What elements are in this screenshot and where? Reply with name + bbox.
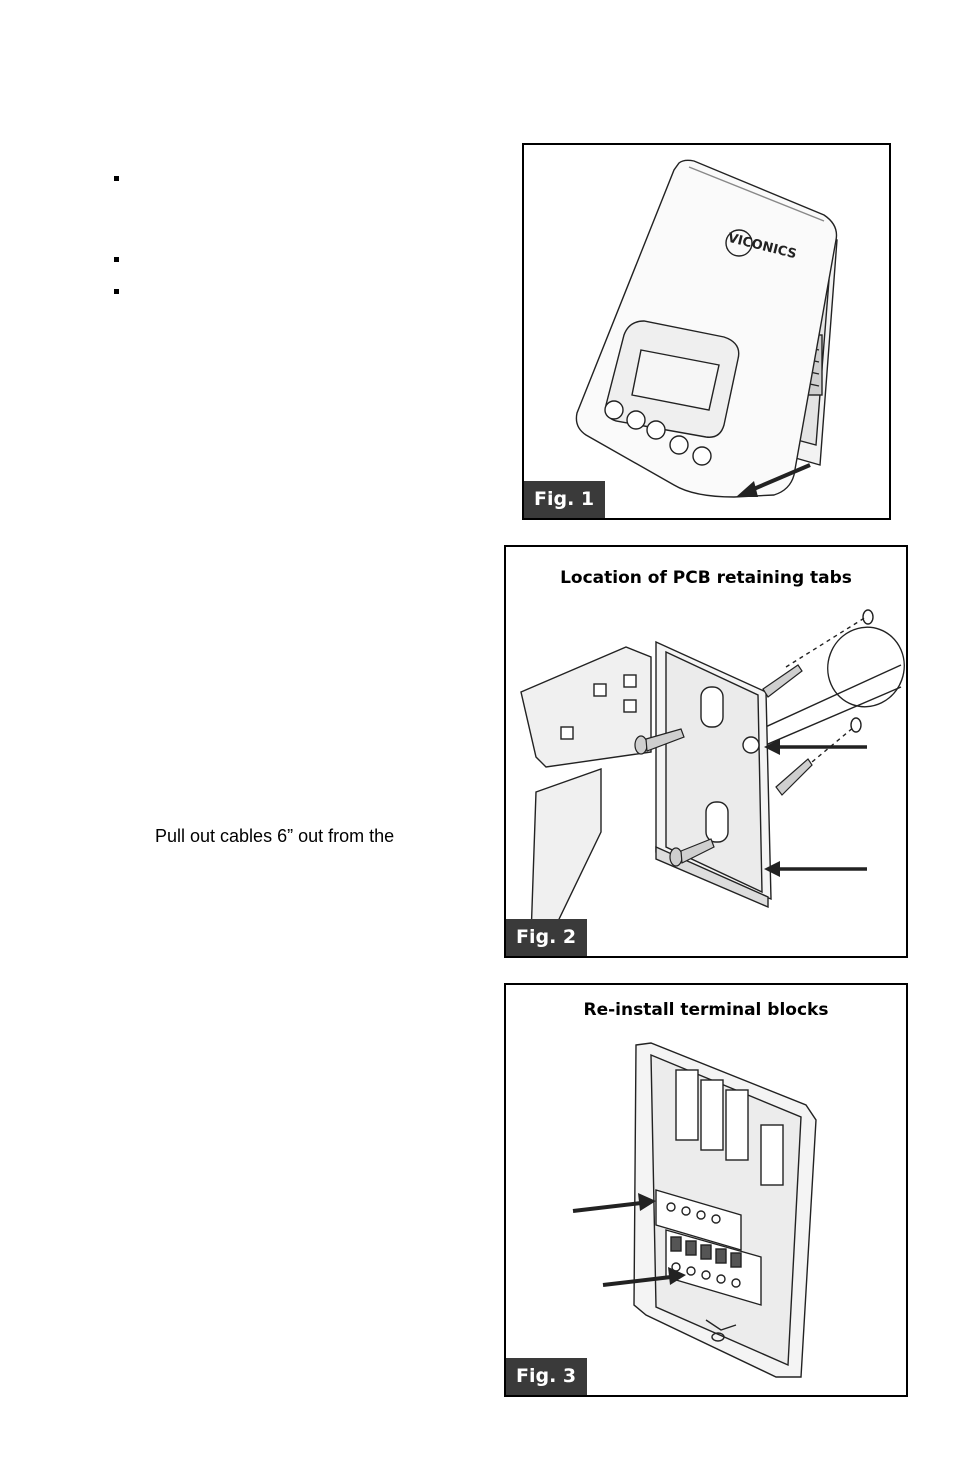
fig-2-label: Fig. 2 xyxy=(506,919,588,956)
fig-3-title: Re-install terminal blocks xyxy=(583,1000,829,1020)
arrow-icon xyxy=(736,463,811,497)
figure-2: Location of PCB retaining tabs xyxy=(504,545,908,958)
bullet-icon xyxy=(114,176,119,181)
pull-cables-text: Pull out cables 6” out from the xyxy=(155,826,395,846)
figure-1: VICONICS Fig. 1 xyxy=(522,143,891,520)
screw-icon xyxy=(634,728,715,867)
figure-3: Re-install terminal blocks xyxy=(504,983,908,1397)
thermostat-drawing: VICONICS xyxy=(575,159,838,498)
bullet-icon xyxy=(114,289,119,294)
arrow-icon xyxy=(572,1193,686,1287)
bullet-icon xyxy=(114,257,119,262)
arrow-icon xyxy=(764,739,867,877)
fig-1-label: Fig. 1 xyxy=(524,481,606,518)
anchor-icon xyxy=(762,664,813,796)
terminal-blocks-drawing xyxy=(572,1042,817,1378)
fig-2-title: Location of PCB retaining tabs xyxy=(560,568,852,588)
fig-3-label: Fig. 3 xyxy=(506,1358,588,1395)
pcb-tabs-drawing xyxy=(520,609,905,943)
